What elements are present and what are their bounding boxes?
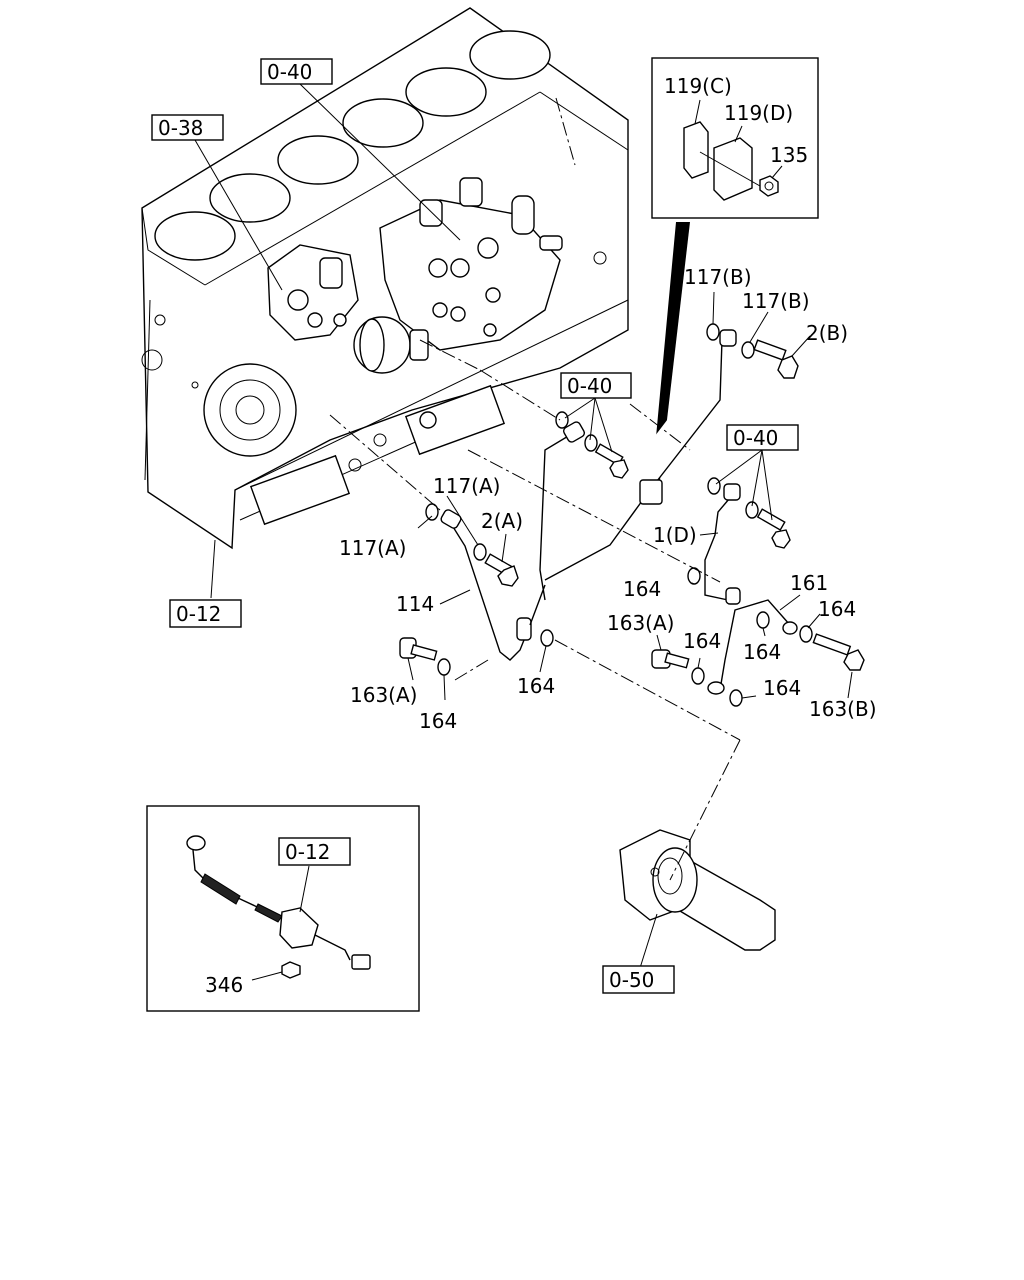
pipe-main-upper: [529, 329, 737, 626]
callout-117a-1: 117(A): [433, 474, 500, 498]
connection-lines: [329, 97, 741, 881]
bolt-163b: [812, 633, 865, 671]
leader-lines: [194, 83, 853, 969]
washers: [425, 323, 813, 707]
callout-346: 346: [205, 973, 243, 997]
callout-1d: 1(D): [653, 523, 697, 547]
callout-119d: 119(D): [724, 101, 793, 125]
bolt-2a: [484, 553, 519, 587]
callout-164-1: 164: [623, 577, 661, 601]
pipe-161: [707, 599, 798, 695]
callout-117b-2: 117(B): [742, 289, 810, 313]
reference-boxes: [151, 58, 799, 994]
oil-filter-assembly: [619, 829, 776, 951]
callout-163b: 163(B): [809, 697, 877, 721]
injection-pump-assembly: [379, 177, 563, 361]
callout-114: 114: [396, 592, 434, 616]
callout-164-7: 164: [419, 709, 457, 733]
callout-161: 161: [790, 571, 828, 595]
bolt-163a-left: [399, 637, 438, 661]
ref-label-0-12-main: 0-12: [176, 602, 221, 626]
inset-pointer: [652, 222, 690, 480]
callout-117b-1: 117(B): [684, 265, 752, 289]
callout-164-3: 164: [683, 629, 721, 653]
callout-164-2: 164: [818, 597, 856, 621]
callout-119c: 119(C): [664, 74, 732, 98]
callout-2b: 2(B): [806, 321, 848, 345]
ref-label-0-50: 0-50: [609, 968, 654, 992]
clamp-inset: [651, 57, 819, 219]
bolt-2b: [753, 339, 799, 379]
ref-label-0-38: 0-38: [158, 116, 203, 140]
pipe-1d: [704, 483, 741, 605]
supply-pump-assembly: [267, 244, 411, 374]
ref-label-0-40-mid: 0-40: [567, 374, 612, 398]
ref-label-0-40-top: 0-40: [267, 60, 312, 84]
bolt-right: [756, 508, 791, 549]
ref-label-0-40-right: 0-40: [733, 426, 778, 450]
bolt-163a-right: [651, 649, 690, 669]
callout-2a: 2(A): [481, 509, 523, 533]
callout-164-6: 164: [763, 676, 801, 700]
bolt-mid: [594, 443, 629, 479]
callout-163a-1: 163(A): [607, 611, 674, 635]
sensor-inset: [146, 805, 420, 1012]
callout-135: 135: [770, 143, 808, 167]
engine-block: [141, 7, 629, 550]
callout-164-4: 164: [743, 640, 781, 664]
pipe-114: [440, 509, 532, 661]
callout-164-5: 164: [517, 674, 555, 698]
callout-163a-2: 163(A): [350, 683, 417, 707]
ref-label-0-12-inset: 0-12: [285, 840, 330, 864]
callout-117a-2: 117(A): [339, 536, 406, 560]
